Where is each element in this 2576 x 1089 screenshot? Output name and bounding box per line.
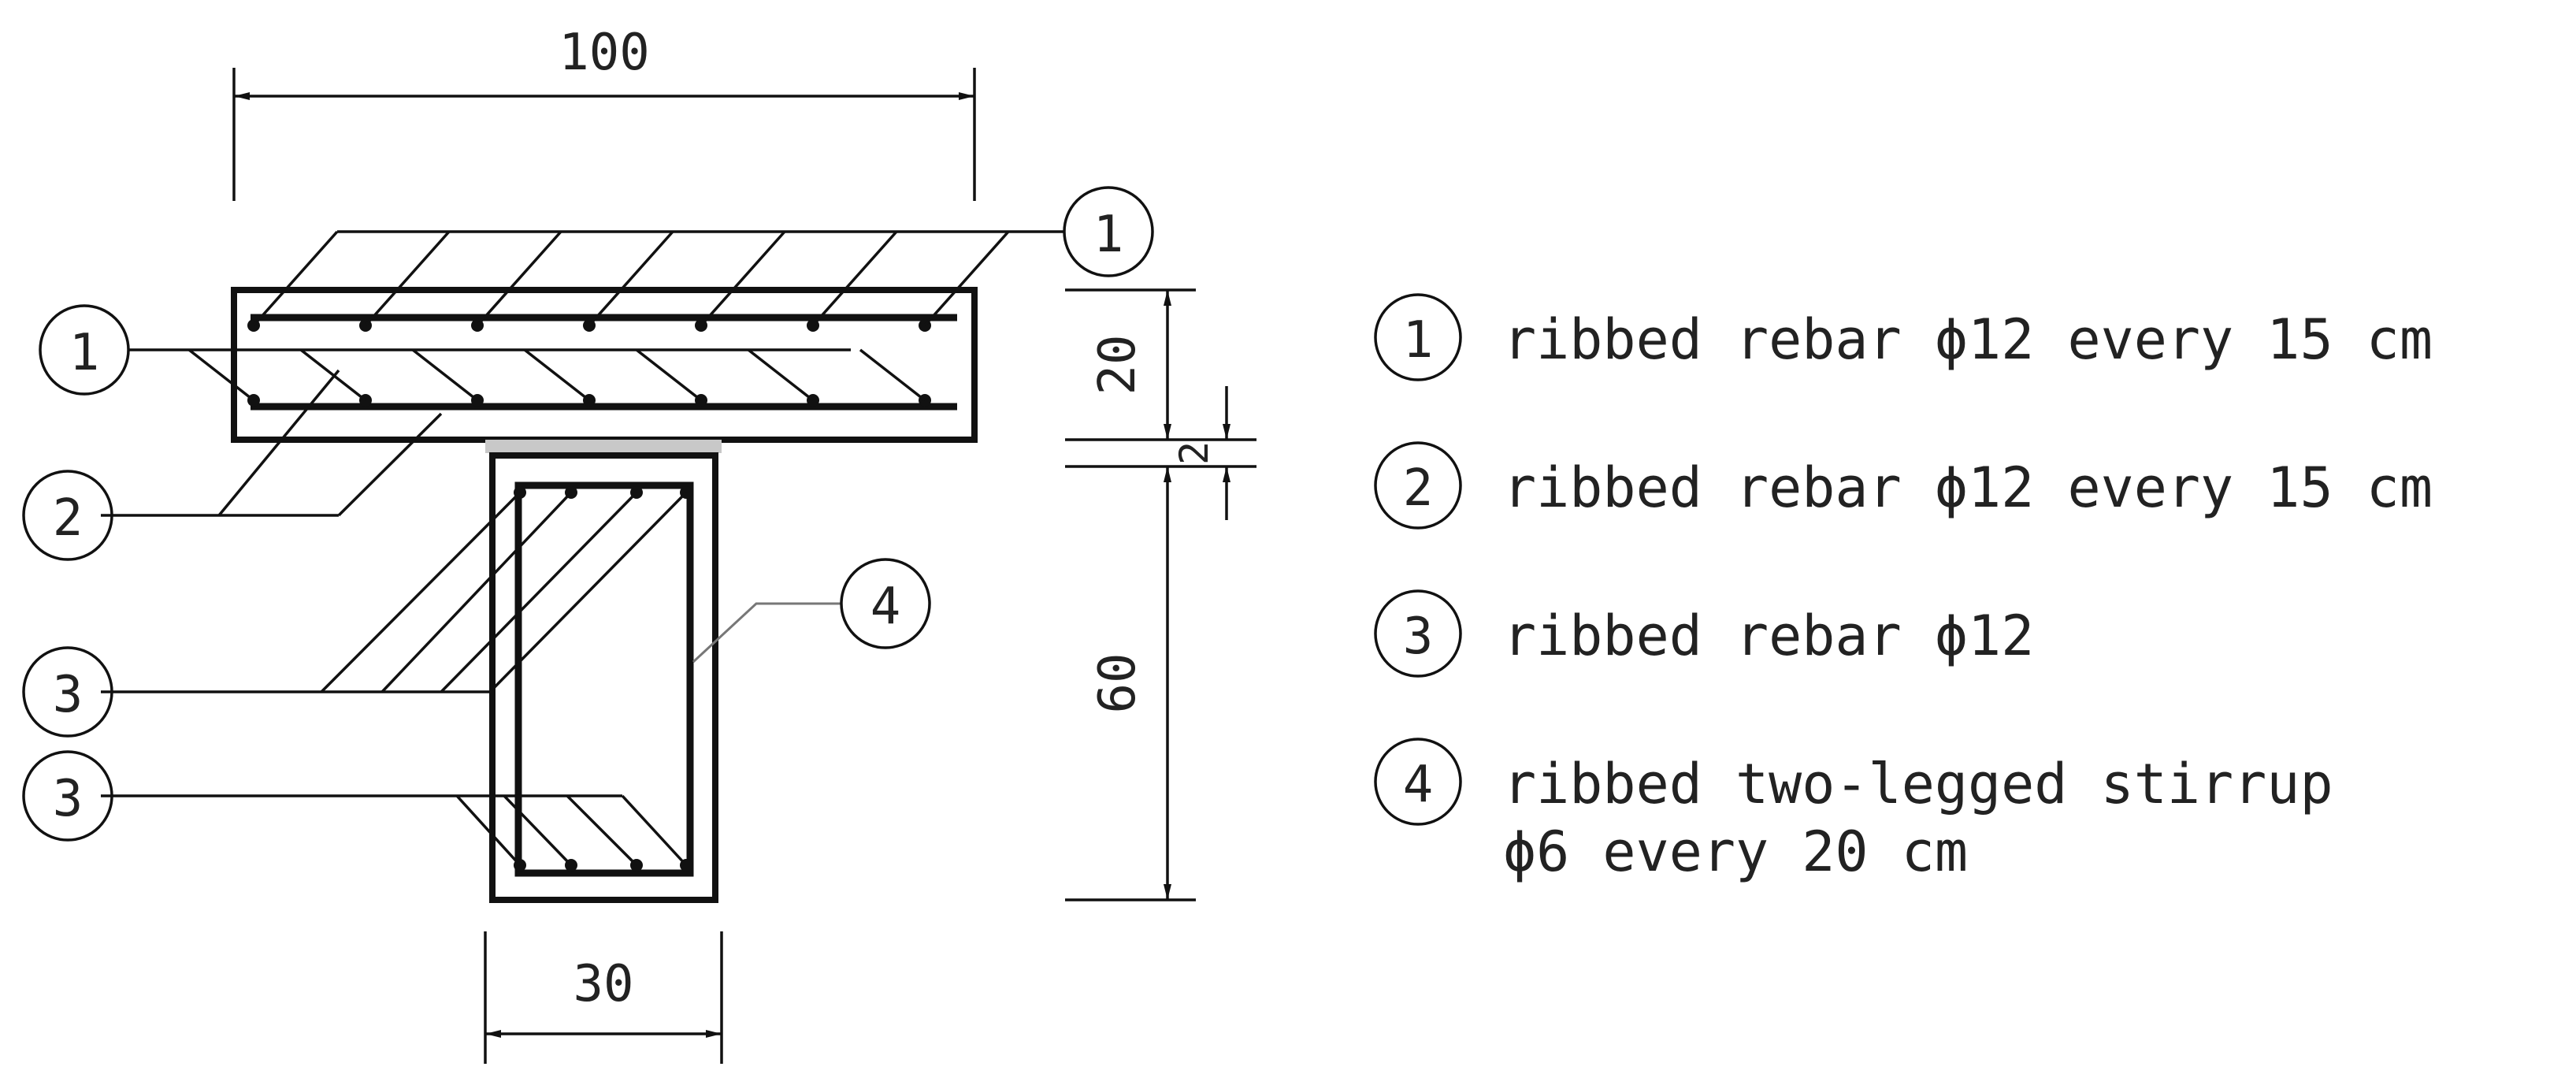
- legend-item-3: 3 ribbed rebar ϕ12: [1374, 589, 2034, 678]
- flange-slab: [231, 287, 978, 443]
- dimension-web-width: 30: [484, 931, 723, 1064]
- flange-width-label: 100: [559, 24, 650, 82]
- web-width-label: 30: [573, 955, 633, 1013]
- legend-item-4: 4 ribbed two-legged stirrup ϕ6 every 20 …: [1374, 738, 2333, 884]
- leader-lines: [101, 230, 1063, 867]
- callout-4: 4: [840, 558, 931, 649]
- callout-3-lower: 3: [22, 750, 113, 842]
- callout-3-upper: 3: [22, 646, 113, 738]
- callout-1-left-label: 1: [69, 324, 100, 382]
- web-depth-label: 60: [1089, 652, 1147, 713]
- legend-item-2-number: 2: [1403, 459, 1434, 518]
- callout-2: 2: [22, 470, 113, 561]
- callout-3-upper-label: 3: [53, 666, 84, 724]
- legend-item-2-text: ribbed rebar ϕ12 every 15 cm: [1503, 455, 2433, 520]
- callout-2-label: 2: [53, 489, 84, 548]
- legend-item-1-text: ribbed rebar ϕ12 every 15 cm: [1503, 307, 2433, 372]
- legend-item-1: 1 ribbed rebar ϕ12 every 15 cm: [1374, 293, 2433, 381]
- web-rebar-dots: [514, 486, 692, 872]
- legend-item-2: 2 ribbed rebar ϕ12 every 15 cm: [1374, 441, 2433, 530]
- legend-item-1-number: 1: [1403, 311, 1434, 370]
- legend-item-4-text-line-1: ribbed two-legged stirrup: [1503, 752, 2333, 816]
- dimension-flange-width: 100: [232, 24, 976, 201]
- callout-4-label: 4: [870, 578, 901, 636]
- legend-item-3-number: 3: [1403, 608, 1434, 666]
- callout-1-top: 1: [1063, 186, 1154, 277]
- web-beam: [489, 452, 718, 903]
- callout-1-left: 1: [39, 304, 130, 396]
- callout-1-top-label: 1: [1093, 206, 1124, 264]
- gap-label: 2: [1171, 441, 1217, 465]
- dimension-vertical: 20 2 60: [1065, 288, 1256, 901]
- legend: 1 ribbed rebar ϕ12 every 15 cm 2 ribbed …: [1374, 293, 2433, 884]
- bearing-pad: [485, 440, 722, 453]
- flange-depth-label: 20: [1089, 334, 1147, 395]
- legend-item-4-number: 4: [1403, 756, 1434, 814]
- legend-item-3-text: ribbed rebar ϕ12: [1503, 604, 2034, 668]
- callout-3-lower-label: 3: [53, 770, 84, 828]
- legend-item-4-text-line-2: ϕ6 every 20 cm: [1503, 820, 1968, 884]
